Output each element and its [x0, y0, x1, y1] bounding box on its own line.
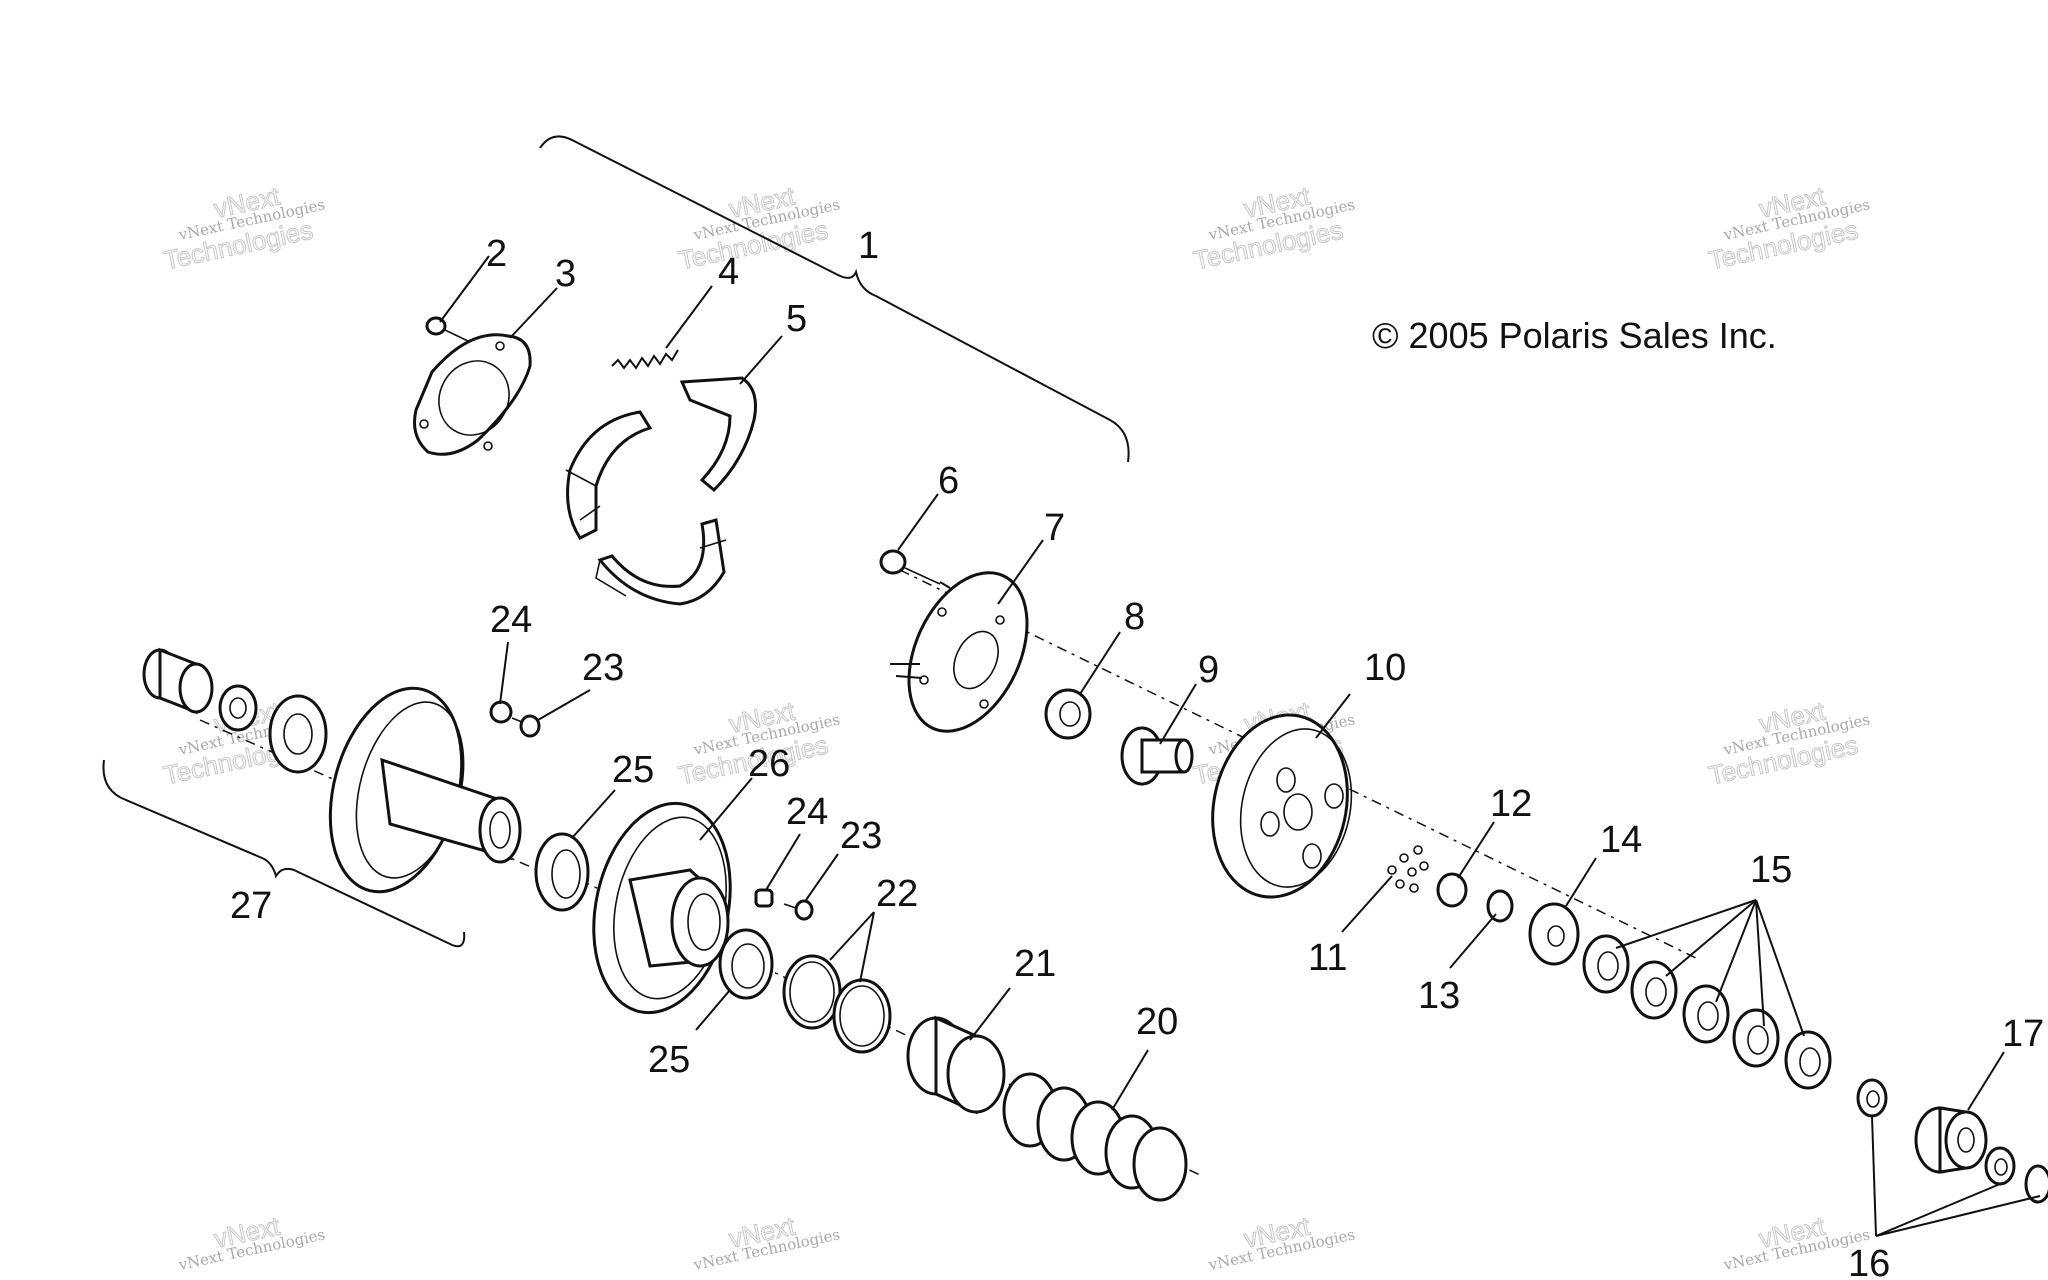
- part-20-spring: [1002, 1072, 1188, 1202]
- part-22-o-rings: [782, 954, 892, 1054]
- watermark: vNext Technologies vNext Technologies: [1705, 180, 1871, 276]
- callout-17: 17: [2002, 1013, 2044, 1055]
- part-12-ring: [1436, 872, 1468, 908]
- watermark: vNext Technologies vNext Technologies: [1190, 180, 1356, 276]
- callout-13: 13: [1418, 975, 1460, 1017]
- callout-14: 14: [1600, 819, 1642, 861]
- part-13-ring: [1486, 889, 1514, 923]
- watermark: vNext Technologies vNext: [1206, 1210, 1356, 1274]
- callout-7: 7: [1044, 507, 1065, 549]
- callout-3: 3: [555, 253, 576, 295]
- callout-25-upper: 25: [612, 749, 654, 791]
- part-27-assembly: [142, 647, 522, 894]
- watermark: vNext Technologies vNext: [176, 1210, 326, 1274]
- callout-25-lower: 25: [648, 1039, 690, 1081]
- watermark: vNext Technologies vNext Technologies: [1705, 695, 1871, 791]
- watermark: vNext Technologies vNext Technologies: [160, 180, 326, 276]
- assembly-bracket-27: [102, 759, 466, 948]
- callout-21: 21: [1014, 943, 1056, 985]
- part-11-balls: [1387, 845, 1429, 893]
- callout-22: 22: [876, 873, 918, 915]
- part-9-bushing: [1120, 726, 1194, 786]
- part-21-sleeve: [906, 1015, 1006, 1115]
- part-23-pin-lower: [783, 899, 814, 921]
- part-16-bearings: [1856, 1078, 2048, 1204]
- watermark: vNext Technologies vNext Technologies: [675, 180, 841, 276]
- callout-20: 20: [1136, 1001, 1178, 1043]
- callout-16: 16: [1848, 1243, 1890, 1280]
- leader-lines: [439, 255, 2041, 1237]
- assembly-bracket-1: [539, 135, 1130, 463]
- callout-24-upper: 24: [490, 599, 532, 641]
- part-25-seal-upper: [534, 832, 590, 912]
- part-24-cap-upper: [489, 700, 513, 724]
- part-14-washer: [1528, 902, 1580, 966]
- part-23-pin-upper: [511, 714, 541, 738]
- callout-11: 11: [1308, 937, 1347, 979]
- callout-4: 4: [718, 251, 739, 293]
- watermark: vNext Technologies vNext: [691, 1210, 841, 1274]
- part-2-nut: [425, 316, 471, 343]
- callout-5: 5: [786, 298, 807, 340]
- callout-15: 15: [1750, 849, 1792, 891]
- callout-12: 12: [1490, 783, 1532, 825]
- copyright-notice: © 2005 Polaris Sales Inc.: [1372, 315, 1777, 356]
- part-7-plate: [890, 571, 1029, 733]
- part-6-nut: [879, 549, 941, 585]
- part-4-spring: [611, 349, 679, 370]
- part-17-bushing: [1914, 1106, 1988, 1174]
- part-8-nut: [1044, 688, 1092, 740]
- callout-6: 6: [938, 460, 959, 502]
- callout-27: 27: [230, 885, 272, 927]
- callout-23-lower: 23: [840, 815, 882, 857]
- axis-line: [899, 569, 1701, 961]
- part-25-seal-lower: [718, 928, 774, 1000]
- callout-23-upper: 23: [582, 647, 624, 689]
- callout-24-lower: 24: [786, 791, 828, 833]
- part-26-face: [592, 801, 732, 1015]
- part-3-plate: [413, 333, 532, 456]
- part-10-clutch-drum: [1211, 713, 1353, 899]
- callout-1: 1: [858, 225, 879, 267]
- callout-8: 8: [1124, 596, 1145, 638]
- callout-2: 2: [486, 233, 507, 275]
- part-24-cap-lower: [754, 888, 774, 908]
- callout-9: 9: [1198, 649, 1219, 691]
- callout-labels: 1 2 3 4 5 6 7 8 9 10 11 12 13 14 15 16 1…: [230, 225, 2044, 1280]
- part-15-washers: [1582, 934, 1832, 1090]
- part-5-clutch-shoes: [565, 376, 757, 606]
- callout-10: 10: [1364, 647, 1406, 689]
- callout-26: 26: [748, 743, 790, 785]
